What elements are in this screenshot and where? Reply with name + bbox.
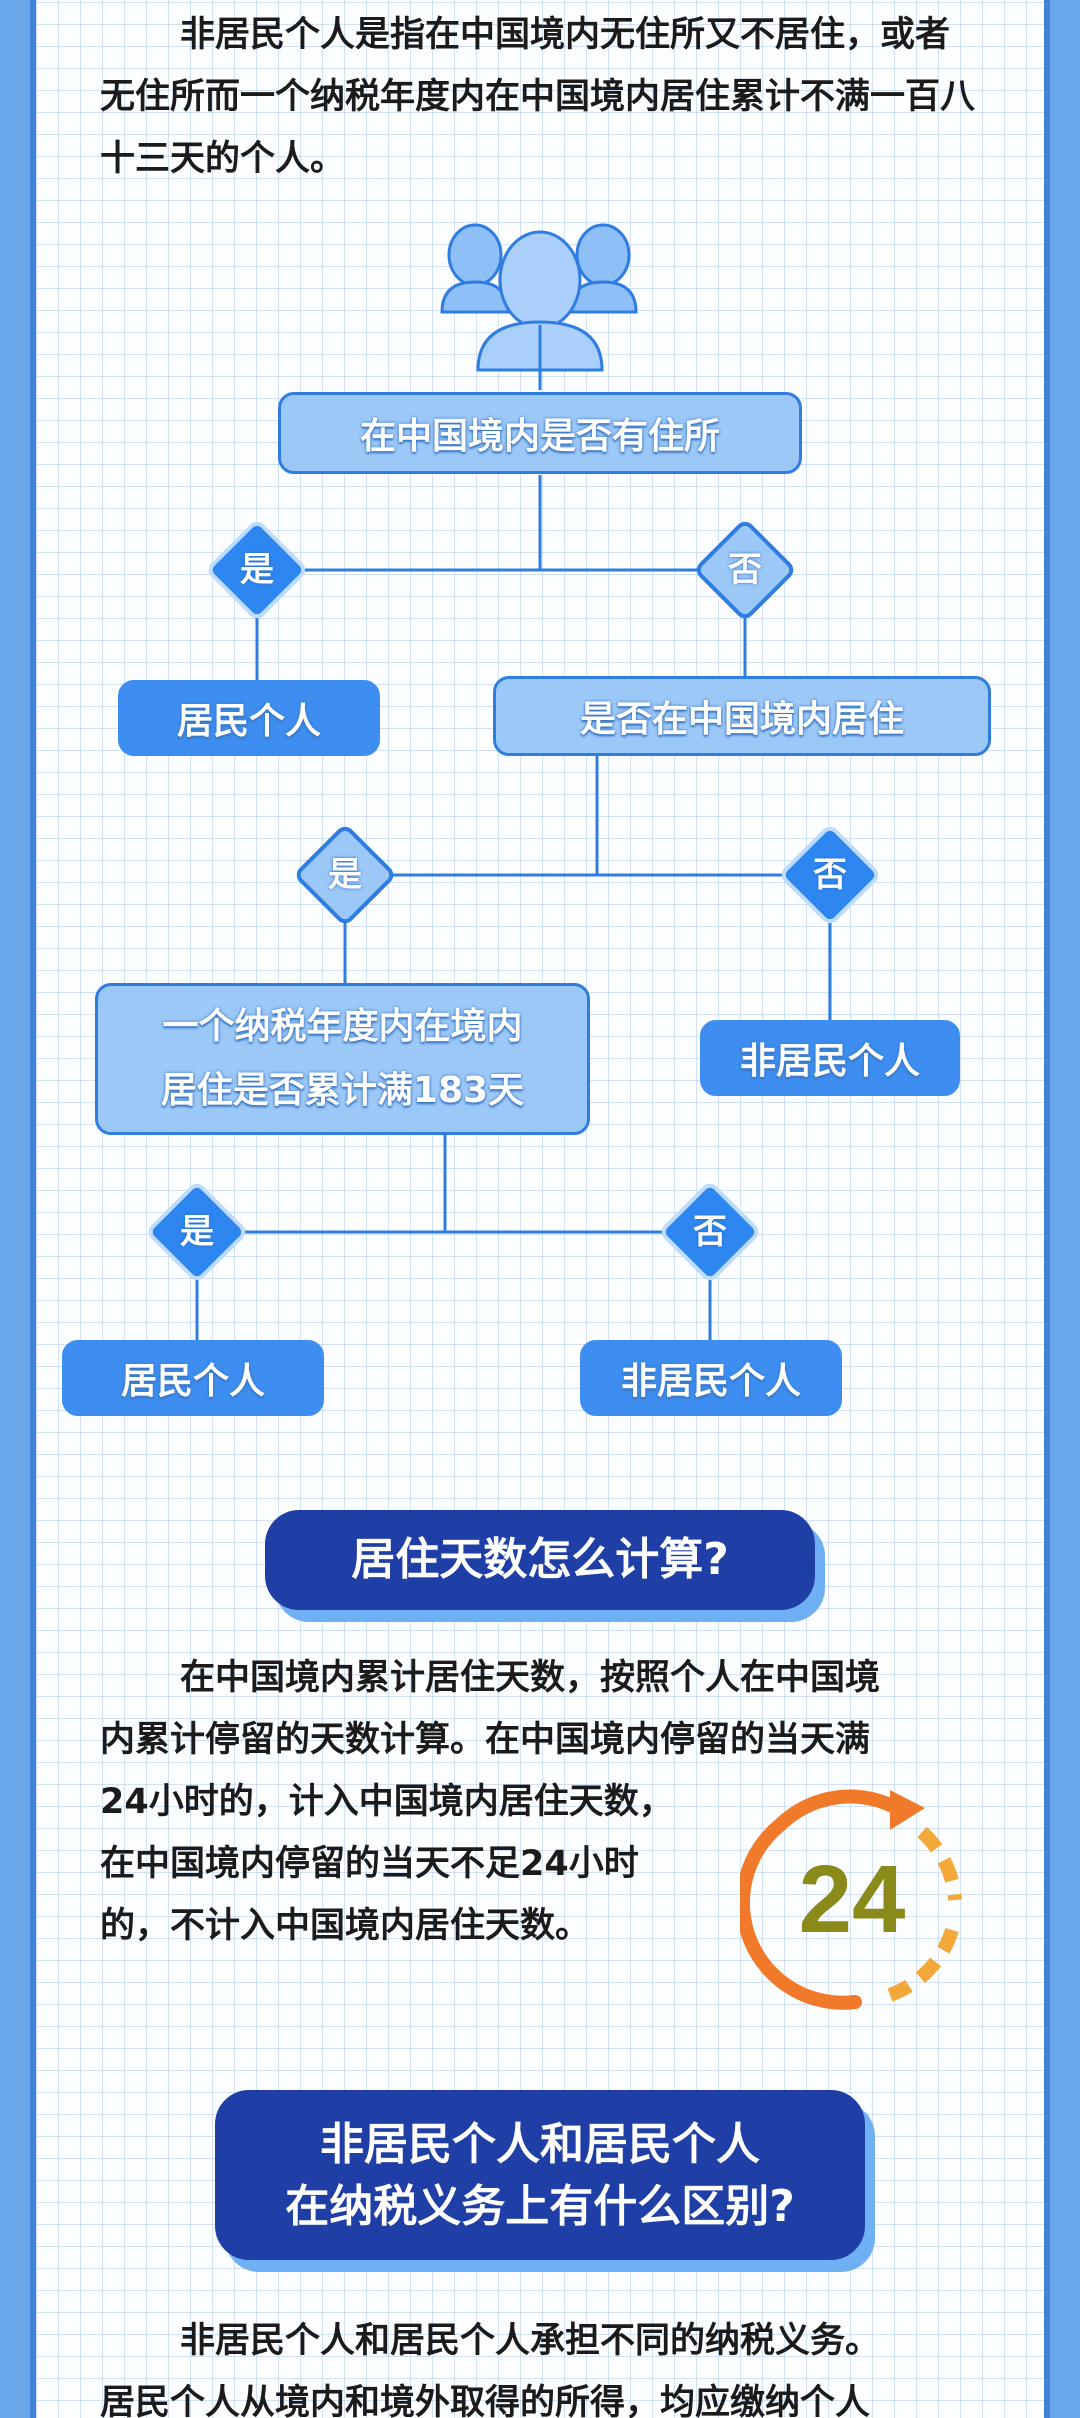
q1-yes-label: 是	[240, 550, 274, 590]
days-line-3: 24小时的，计入中国境内居住天数，	[100, 1782, 674, 1822]
question-lives-in-china: 是否在中国境内居住	[493, 676, 991, 756]
result-nonresident-2: 非居民个人	[580, 1340, 842, 1416]
difference-line-2: 居民个人从境内和境外取得的所得，均应缴纳个人	[100, 2383, 871, 2418]
people-icon	[440, 223, 638, 372]
days-paragraph: 在中国境内累计居住天数，按照个人在中国境 内累计停留的天数计算。在中国境内停留的…	[100, 1647, 980, 1957]
q2-no-label: 否	[813, 855, 847, 895]
days-line-1: 在中国境内累计居住天数，按照个人在中国境	[180, 1658, 881, 1698]
days-line-4: 在中国境内停留的当天不足24小时	[100, 1844, 639, 1884]
intro-text: 非居民个人是指在中国境内无住所又不居住，或者无住所而一个纳税年度内在中国境内居住…	[100, 15, 976, 179]
result-nonresident-1: 非居民个人	[700, 1020, 960, 1096]
intro-paragraph: 非居民个人是指在中国境内无住所又不居住，或者无住所而一个纳税年度内在中国境内居住…	[100, 4, 980, 190]
difference-paragraph: 非居民个人和居民个人承担不同的纳税义务。 居民个人从境内和境外取得的所得，均应缴…	[100, 2310, 980, 2418]
q1-no-label: 否	[728, 550, 762, 590]
difference-heading-line2: 在纳税义务上有什么区别?	[285, 2181, 795, 2232]
clock-number: 24	[799, 1846, 906, 1953]
result-resident-2: 居民个人	[62, 1340, 324, 1416]
q2-yes-label: 是	[328, 855, 362, 895]
days-line-5: 的，不计入中国境内居住天数。	[100, 1906, 591, 1946]
section-heading-days: 居住天数怎么计算?	[265, 1510, 815, 1610]
difference-heading-line1: 非居民个人和居民个人	[320, 2119, 760, 2170]
result-resident-1: 居民个人	[118, 680, 380, 756]
question-has-residence: 在中国境内是否有住所	[278, 392, 802, 474]
q3-no-label: 否	[693, 1212, 727, 1252]
days-line-2: 内累计停留的天数计算。在中国境内停留的当天满	[100, 1720, 871, 1760]
question-183-days: 一个纳税年度内在境内 居住是否累计满183天	[95, 983, 590, 1135]
question-183-days-line1: 一个纳税年度内在境内	[162, 1006, 523, 1047]
question-183-days-line2: 居住是否累计满183天	[160, 1070, 525, 1111]
difference-line-1: 非居民个人和居民个人承担不同的纳税义务。	[180, 2321, 881, 2361]
q3-yes-label: 是	[180, 1212, 214, 1252]
section-heading-difference: 非居民个人和居民个人 在纳税义务上有什么区别?	[215, 2090, 865, 2260]
clock-24-icon: 24	[740, 1789, 962, 2010]
